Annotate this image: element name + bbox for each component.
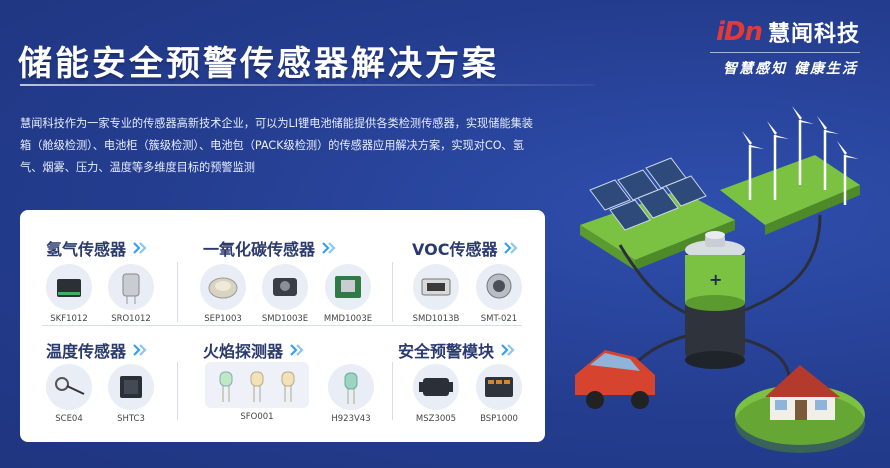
sensor-label: BSP1000 <box>480 414 518 424</box>
solar-panel-icon <box>580 157 735 270</box>
house-icon <box>735 365 865 453</box>
group-title-temperature: 温度传感器 <box>46 338 148 362</box>
sensor-image <box>325 264 371 310</box>
group-title-text: VOC传感器 <box>412 240 498 259</box>
sensor-sro1012[interactable]: SRO1012 <box>98 264 164 324</box>
sensor-skf1012[interactable]: SKF1012 <box>36 264 102 324</box>
double-chevron-icon <box>500 344 516 356</box>
sensor-smd1013b[interactable]: SMD1013B <box>403 264 469 324</box>
battery-icon: + <box>685 231 745 369</box>
sensor-label: SCE04 <box>55 414 83 424</box>
sensor-image <box>46 264 92 310</box>
sensor-label: SEP1003 <box>204 314 242 324</box>
sensor-image-sfo001 <box>205 362 309 408</box>
double-chevron-icon <box>289 344 305 356</box>
divider <box>392 262 393 322</box>
sensor-sep1003[interactable]: SEP1003 <box>190 264 256 324</box>
sensor-label: MSZ3005 <box>415 414 457 424</box>
double-chevron-icon <box>132 344 148 356</box>
sensor-label: H923V43 <box>331 414 371 424</box>
sensor-label: MMD1003E <box>323 314 373 324</box>
title-underline <box>20 84 595 86</box>
sensor-image <box>108 364 154 410</box>
group-title-text: 火焰探测器 <box>203 342 284 361</box>
sensor-image <box>200 264 246 310</box>
sensor-image <box>108 264 154 310</box>
brand-slogan: 智慧感知 健康生活 <box>723 61 858 77</box>
sensor-smd1003e[interactable]: SMD1003E <box>252 264 318 324</box>
sensor-image <box>46 364 92 410</box>
sensor-bsp1000[interactable]: BSP1000 <box>466 364 532 424</box>
sensor-label: SMD1013B <box>412 314 460 324</box>
sensor-image <box>262 264 308 310</box>
sensor-image <box>476 264 522 310</box>
wind-turbine-icon <box>720 106 860 235</box>
divider <box>177 262 178 322</box>
divider <box>392 362 393 420</box>
group-title-text: 一氧化碳传感器 <box>203 240 316 259</box>
sensor-mmd1003e[interactable]: MMD1003E <box>315 264 381 324</box>
sensor-label: SHTC3 <box>117 414 145 424</box>
group-title-text: 氢气传感器 <box>46 240 127 259</box>
page-title: 储能安全预警传感器解决方案 <box>18 44 499 84</box>
brand-logo: iDn <box>715 17 763 47</box>
sensor-smt-021[interactable]: SMT-021 <box>466 264 532 324</box>
divider <box>42 325 522 326</box>
group-title-text: 安全预警模块 <box>398 342 495 361</box>
sensor-label-sfo001: SFO001 <box>240 412 274 422</box>
brand-name: 慧闻科技 <box>767 22 860 47</box>
group-title-flame: 火焰探测器 <box>203 338 305 362</box>
intro-paragraph: 慧闻科技作为一家专业的传感器高新技术企业，可以为LI锂电池储能提供各类检测传感器… <box>20 117 533 174</box>
group-title-hydrogen: 氢气传感器 <box>46 236 148 260</box>
sensor-msz3005[interactable]: MSZ3005 <box>403 364 469 424</box>
group-title-module: 安全预警模块 <box>398 338 516 362</box>
sensor-label: SMT-021 <box>480 314 518 324</box>
sensor-label: SMD1003E <box>261 314 309 324</box>
sensor-image <box>413 364 459 410</box>
sensor-image <box>476 364 522 410</box>
brand: iDn 慧闻科技 <box>716 16 860 48</box>
svg-text:+: + <box>709 270 722 289</box>
sensor-label: SKF1012 <box>50 314 88 324</box>
double-chevron-icon <box>132 242 148 254</box>
group-title-co: 一氧化碳传感器 <box>203 236 337 260</box>
group-title-voc: VOC传感器 <box>412 236 519 260</box>
sensor-image <box>413 264 459 310</box>
brand-divider <box>710 52 860 53</box>
sensor-h923v43[interactable]: H923V43 <box>318 364 384 424</box>
sensor-image <box>328 364 374 410</box>
group-title-text: 温度传感器 <box>46 342 127 361</box>
car-icon <box>575 350 655 409</box>
sensor-sce04[interactable]: SCE04 <box>36 364 102 424</box>
sensor-panel: 氢气传感器 SKF1012 SRO1012 一氧化碳传感器 SEP1003 SM… <box>20 210 545 442</box>
sensor-label: SRO1012 <box>111 314 151 324</box>
sensor-shtc3[interactable]: SHTC3 <box>98 364 164 424</box>
double-chevron-icon <box>321 242 337 254</box>
divider <box>177 362 178 420</box>
double-chevron-icon <box>503 242 519 254</box>
energy-storage-illustration: + <box>560 95 880 465</box>
